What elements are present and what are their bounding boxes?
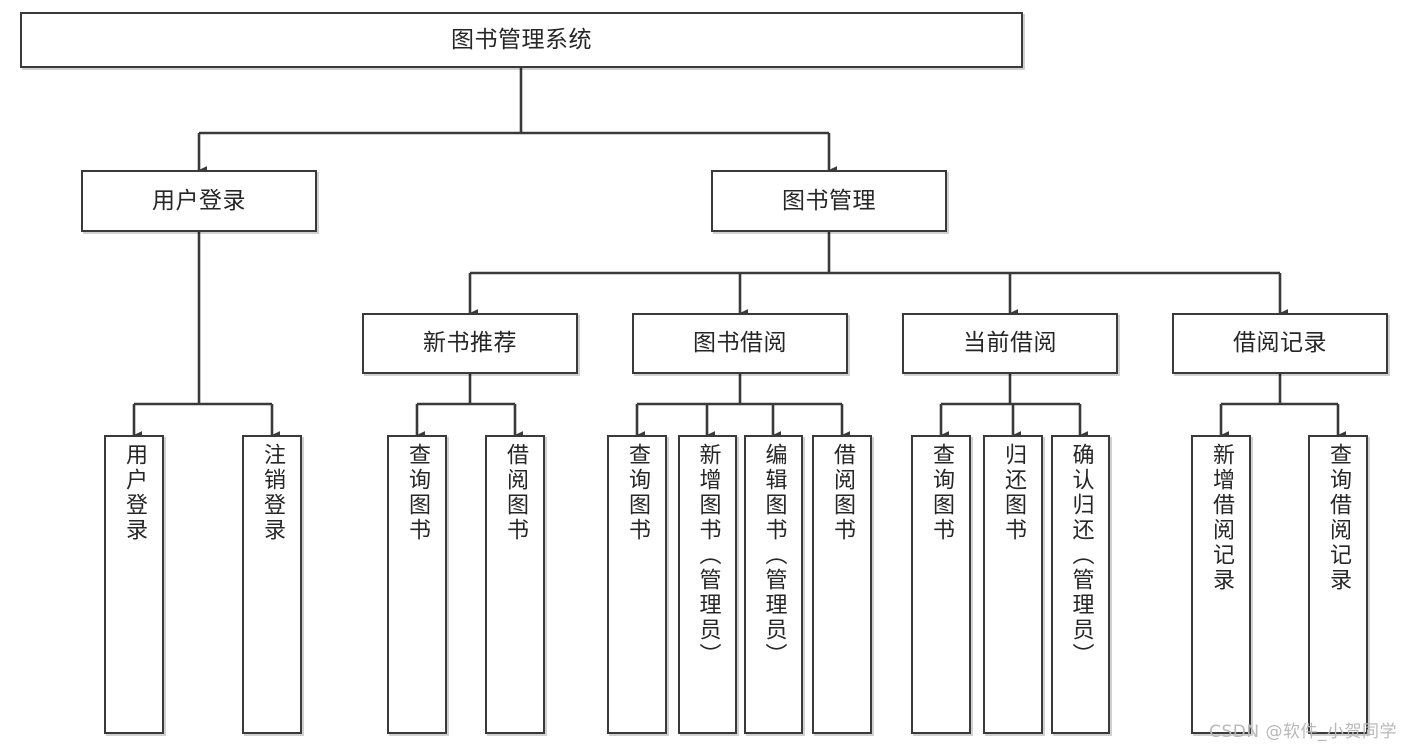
node-user-login[interactable]: 用户登录 xyxy=(81,170,317,232)
node-borrow-record[interactable]: 借阅记录 xyxy=(1172,313,1388,374)
leaf-borrow-book-label: 借阅图书 xyxy=(830,443,855,543)
leaf-user-logout-label: 注销登录 xyxy=(260,443,285,543)
node-user-login-label: 用户登录 xyxy=(152,187,246,214)
leaf-rec-query-book[interactable]: 查询图书 xyxy=(387,435,447,734)
leaf-rec-borrow-book-label: 借阅图书 xyxy=(503,443,528,543)
connector-lines xyxy=(132,68,1346,439)
leaf-query-record[interactable]: 查询借阅记录 xyxy=(1308,435,1368,734)
leaf-add-book-label: 新增图书（管理员） xyxy=(695,443,721,668)
node-book-borrow[interactable]: 图书借阅 xyxy=(632,313,848,374)
leaf-user-logout[interactable]: 注销登录 xyxy=(242,435,302,734)
node-root[interactable]: 图书管理系统 xyxy=(20,12,1023,68)
leaf-query-record-label: 查询借阅记录 xyxy=(1326,443,1351,593)
leaf-borrow-book[interactable]: 借阅图书 xyxy=(812,435,872,734)
leaf-confirm-return-label: 确认归还（管理员） xyxy=(1068,443,1094,668)
node-book-manage-label: 图书管理 xyxy=(782,187,876,214)
leaf-user-login[interactable]: 用户登录 xyxy=(104,435,164,734)
node-borrow-record-label: 借阅记录 xyxy=(1233,330,1327,357)
leaf-add-record-label: 新增借阅记录 xyxy=(1209,443,1234,593)
node-new-book-rec-label: 新书推荐 xyxy=(423,330,517,357)
leaf-rec-borrow-book[interactable]: 借阅图书 xyxy=(485,435,545,734)
leaf-add-record[interactable]: 新增借阅记录 xyxy=(1191,435,1251,734)
node-root-label: 图书管理系统 xyxy=(451,26,592,53)
leaf-edit-book-label: 编辑图书（管理员） xyxy=(761,443,787,668)
leaf-confirm-return[interactable]: 确认归还（管理员） xyxy=(1051,435,1110,734)
leaf-user-login-label: 用户登录 xyxy=(122,443,147,543)
watermark-text: CSDN @软件_小贺同学 xyxy=(1209,722,1397,742)
leaf-add-book[interactable]: 新增图书（管理员） xyxy=(678,435,737,734)
node-book-manage[interactable]: 图书管理 xyxy=(711,170,947,232)
leaf-rec-query-book-label: 查询图书 xyxy=(405,443,430,543)
leaf-borrow-query-book-label: 查询图书 xyxy=(625,443,650,543)
leaf-borrow-query-book[interactable]: 查询图书 xyxy=(607,435,667,734)
leaf-return-book-label: 归还图书 xyxy=(1001,443,1026,543)
leaf-cur-query-book-label: 查询图书 xyxy=(929,443,954,543)
leaf-edit-book[interactable]: 编辑图书（管理员） xyxy=(744,435,803,734)
node-current-borrow-label: 当前借阅 xyxy=(963,330,1057,357)
node-new-book-rec[interactable]: 新书推荐 xyxy=(362,313,578,374)
node-current-borrow[interactable]: 当前借阅 xyxy=(902,313,1118,374)
leaf-return-book[interactable]: 归还图书 xyxy=(983,435,1043,734)
node-book-borrow-label: 图书借阅 xyxy=(693,330,787,357)
leaf-cur-query-book[interactable]: 查询图书 xyxy=(911,435,971,734)
